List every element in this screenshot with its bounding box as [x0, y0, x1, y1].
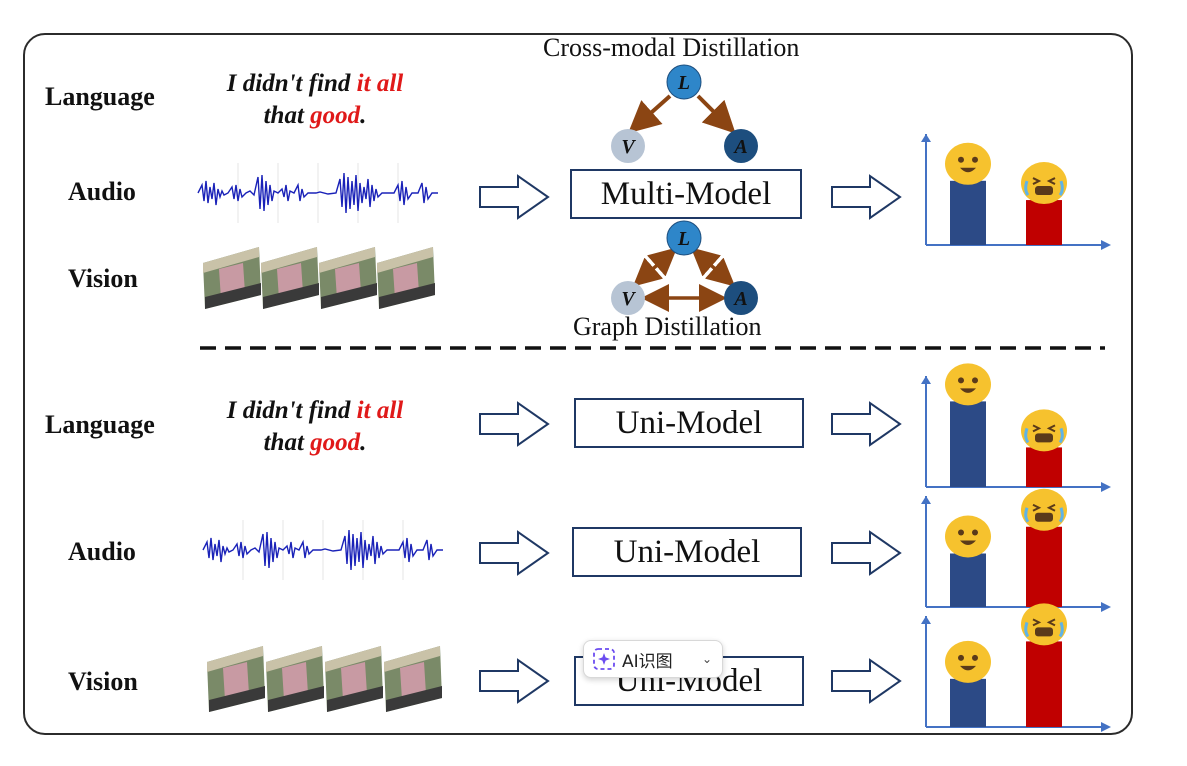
happy-face-icon [945, 640, 991, 683]
chevron-down-icon[interactable]: ⌄ [701, 652, 712, 666]
video-frames [203, 247, 435, 309]
hollow-arrow [831, 530, 902, 576]
node-v-label: V [621, 288, 636, 310]
crying-face-icon [1021, 603, 1067, 646]
quote-highlight: good [310, 102, 361, 129]
quote-highlight: it all [356, 70, 404, 97]
node-a [724, 281, 758, 315]
node-l [666, 220, 702, 256]
sentence-text: I didn't find it all that good. [185, 395, 445, 459]
ai-recognize-button[interactable]: AI识图 ⌄ [583, 640, 723, 678]
node-l-label: L [677, 72, 690, 94]
hollow-arrow [831, 401, 902, 447]
graph-edge [628, 94, 672, 134]
hollow-arrow [479, 174, 550, 220]
negative-bar [1026, 200, 1062, 245]
modality-label-language: Language [45, 410, 155, 439]
crying-face-icon [1021, 488, 1067, 531]
y-axis-arrow [921, 616, 931, 624]
hollow-arrow [479, 401, 550, 447]
output-bar-chart [921, 134, 1111, 250]
modality-label-language: Language [45, 82, 155, 111]
modality-label-audio: Audio [68, 537, 136, 566]
negative-bar [1026, 447, 1062, 487]
happy-face-icon [945, 363, 991, 406]
quote-text: I didn't find [226, 70, 357, 97]
graph-edge [690, 247, 736, 287]
uni-model-box-language: Uni-Model [574, 398, 804, 448]
positive-bar [950, 180, 986, 245]
waveform-line [202, 529, 443, 571]
hollow-arrow [831, 658, 902, 704]
video-frame [325, 646, 383, 712]
happy-face-icon [945, 515, 991, 558]
video-frame [319, 247, 377, 309]
cross-modal-graph: L V A [611, 64, 758, 163]
node-v [611, 281, 645, 315]
modality-label-vision: Vision [68, 667, 138, 696]
quote-text: that [263, 429, 311, 456]
modality-label-vision: Vision [68, 264, 138, 293]
video-frame [261, 247, 319, 309]
node-l [666, 64, 702, 100]
cross-modal-caption: Cross-modal Distillation [543, 33, 800, 62]
modality-label-audio: Audio [68, 177, 136, 206]
quote-highlight: it all [356, 397, 404, 424]
positive-bar [950, 401, 986, 487]
positive-bar [950, 553, 986, 607]
x-axis-arrow [1101, 722, 1111, 732]
video-frame [384, 646, 442, 712]
video-frame [203, 247, 261, 309]
audio-waveform [197, 163, 438, 223]
audio-waveform [202, 520, 443, 580]
sentence-text: I didn't find it all that good. [185, 68, 445, 132]
graph-edge [696, 94, 736, 134]
node-a-label: A [732, 288, 747, 310]
uni-model-box-audio: Uni-Model [572, 527, 802, 577]
video-frame [266, 646, 324, 712]
quote-text: I didn't find [226, 397, 357, 424]
node-a [724, 129, 758, 163]
sparkle-icon [593, 648, 615, 670]
hollow-arrow [831, 174, 902, 220]
video-frames [207, 646, 442, 712]
hollow-arrow [479, 658, 550, 704]
y-axis-arrow [921, 134, 931, 142]
waveform-line [197, 172, 438, 214]
multi-model-box: Multi-Model [570, 169, 802, 219]
video-frame [207, 646, 265, 712]
y-axis-arrow [921, 496, 931, 504]
graph-distillation-caption: Graph Distillation [573, 312, 762, 341]
x-axis-arrow [1101, 602, 1111, 612]
graph-edge [632, 247, 678, 287]
positive-bar [950, 678, 986, 727]
quote-text: . [360, 102, 367, 129]
video-frame [377, 247, 435, 309]
node-v-label: V [621, 136, 636, 158]
quote-text: that [263, 102, 311, 129]
negative-bar [1026, 641, 1062, 727]
hollow-arrow [479, 530, 550, 576]
y-axis-arrow [921, 376, 931, 384]
x-axis-arrow [1101, 482, 1111, 492]
node-v [611, 129, 645, 163]
graph-distillation-graph: L V A [611, 220, 758, 315]
quote-highlight: good [310, 429, 361, 456]
output-bar-chart [921, 363, 1111, 492]
negative-bar [1026, 526, 1062, 607]
ai-button-label: AI识图 [622, 651, 673, 672]
uni-model-box-vision: Uni-Model [574, 656, 804, 706]
crying-face-icon [1021, 162, 1067, 205]
diagram-frame [23, 33, 1133, 735]
output-bar-chart [921, 603, 1111, 732]
x-axis-arrow [1101, 240, 1111, 250]
quote-text: . [360, 429, 367, 456]
node-l-label: L [677, 228, 690, 250]
happy-face-icon [945, 142, 991, 185]
node-a-label: A [732, 136, 747, 158]
output-bar-chart [921, 488, 1111, 612]
section-divider [200, 346, 1105, 350]
crying-face-icon [1021, 409, 1067, 452]
